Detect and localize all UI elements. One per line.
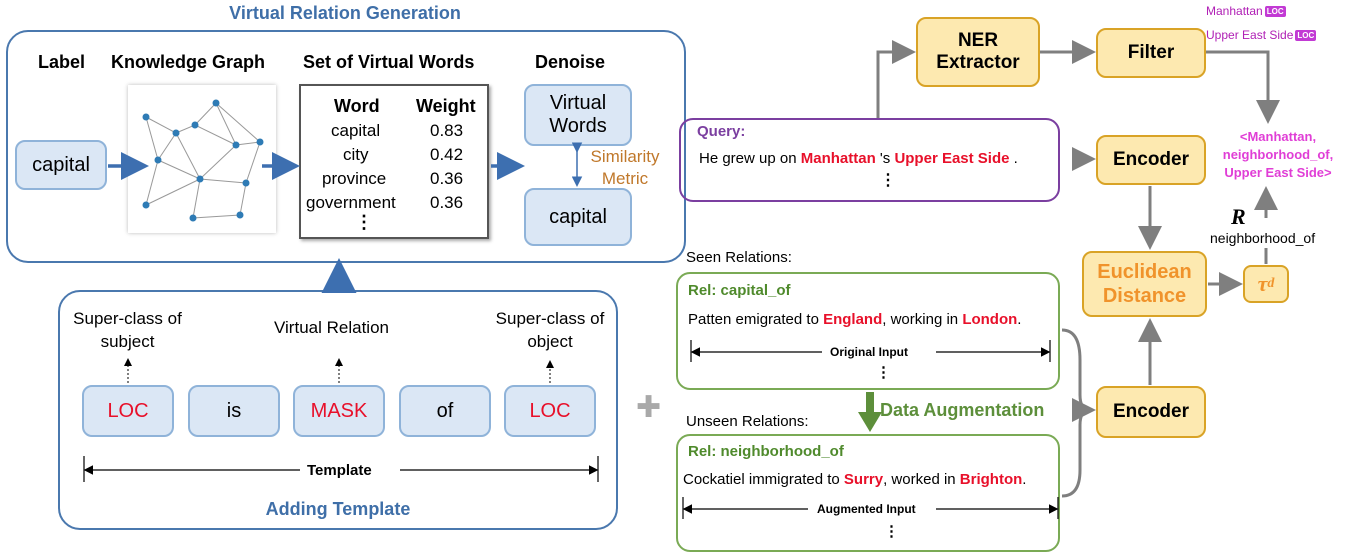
word-cell: city [343,145,369,164]
label-box: capital [15,140,107,190]
seen-rel-label: Rel: capital_of [688,282,791,299]
query-box [679,118,1060,202]
query-text: 's [875,150,895,167]
table-header-word: Word [334,96,380,116]
tau-symbol: τ [1257,271,1268,296]
filter-box: Filter [1096,28,1206,78]
seen-text: , working in [882,311,963,328]
seen-text: . [1017,311,1022,328]
word-cell: capital [331,121,381,140]
encoder-bottom-box: Encoder [1096,386,1206,438]
augmented-input-label: Augmented Input [813,502,920,516]
virtual-relation-label: Virtual Relation [274,318,389,337]
word-cell: province [322,169,387,188]
loc-chip: LOC [1264,6,1286,18]
knowledge-graph-icon [128,85,276,233]
output-triple: <Manhattan, neighborhood_of, Upper East … [1222,129,1334,180]
token-object-type: LOC [504,385,596,437]
seen-relations-heading: Seen Relations: [686,249,792,266]
query-ellipsis: ⋮ [880,172,896,189]
unseen-entity-tail: Brighton [959,471,1023,488]
seen-relation-box [676,272,1060,390]
vrg-title: Virtual Relation Generation [229,3,461,23]
unseen-relations-heading: Unseen Relations: [686,413,809,430]
unseen-rel-label: Rel: neighborhood_of [688,443,844,460]
seen-ellipsis: ⋮ [876,364,891,381]
weight-cell: 0.83 [430,121,464,140]
col-label: Label [38,52,86,72]
plus-icon: ✚ [636,391,662,424]
token-is: is [188,385,280,437]
query-text: . [1009,150,1018,167]
superclass-subject-label: Super-class of subject [73,309,182,351]
unseen-entity-head: Surry [843,471,884,488]
col-knowledge-graph: Knowledge Graph [111,52,266,72]
token-mask: MASK [293,385,385,437]
virtual-words-box: Virtual Words [524,84,632,146]
query-entity-tail: Upper East Side [894,150,1010,167]
euclidean-distance-box: Euclidean Distance [1082,251,1207,317]
r-value: neighborhood_of [1210,230,1316,246]
query-entity-head: Manhattan [800,150,876,167]
euclidean-distance-label: Euclidean Distance [1097,261,1192,307]
template-span-label: Template [303,462,376,479]
table-ellipsis: ⋮ [355,212,373,232]
ner-extractor-box: NER Extractor [916,17,1040,87]
similarity-metric-label: Similarity Metric [590,147,660,188]
original-input-label: Original Input [826,345,912,359]
unseen-ellipsis: ⋮ [884,523,899,540]
token-subject-type: LOC [82,385,174,437]
unseen-text: Cockatiel immigrated to [683,471,844,488]
seen-text: Patten emigrated to [688,311,824,328]
seen-entity-head: England [823,311,883,328]
unseen-text: . [1022,471,1027,488]
entity-tag-text: Manhattan [1206,4,1263,18]
query-sentence: He grew up on Manhattan 's Upper East Si… [699,150,1018,167]
data-augmentation-arrow [858,392,882,432]
col-denoise: Denoise [535,52,606,72]
weight-cell: 0.36 [430,169,464,188]
unseen-relation-box [676,434,1060,552]
query-text: He grew up on [699,150,801,167]
superclass-object-label: Super-class of object [495,309,605,351]
r-symbol: R [1231,204,1246,229]
encoder-top-box: Encoder [1096,135,1206,185]
query-label: Query: [697,123,746,140]
tau-subscript: d [1267,276,1275,291]
unseen-text: , worked in [883,471,960,488]
seen-entity-tail: London [962,311,1018,328]
token-of: of [399,385,491,437]
table-header-weight: Weight [416,96,476,116]
data-augmentation-label: Data Augmentation [880,400,1045,420]
unseen-sentence: Cockatiel immigrated to Surry, worked in… [683,471,1026,488]
weight-cell: 0.42 [430,145,464,164]
virtual-words-table [299,84,489,239]
seen-sentence: Patten emigrated to England, working in … [688,311,1021,328]
word-cell: government [306,193,396,212]
entity-tag-text: Upper East Side [1206,28,1294,42]
denoise-capital-box: capital [524,188,632,246]
adding-template-title: Adding Template [265,499,411,519]
loc-chip: LOC [1295,30,1317,42]
col-virtual-words: Set of Virtual Words [303,52,475,72]
weight-cell: 0.36 [430,193,464,212]
